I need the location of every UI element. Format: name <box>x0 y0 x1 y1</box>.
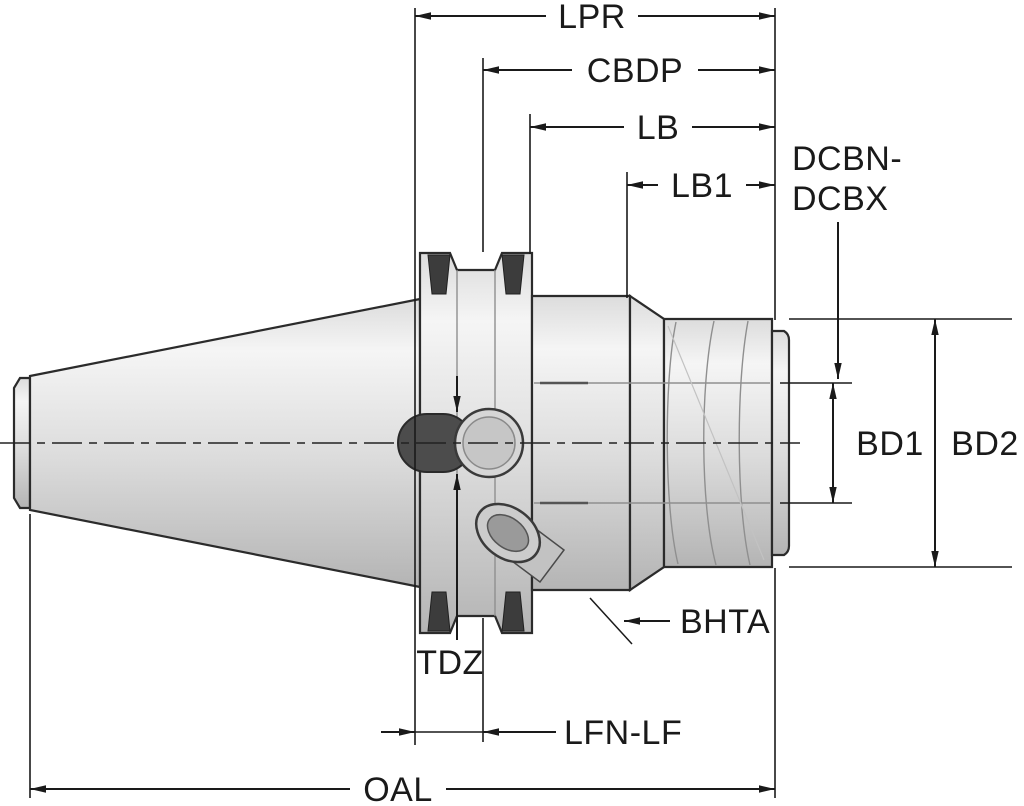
label-bd2: BD2 <box>951 425 1019 463</box>
drive-key-slot <box>501 591 525 632</box>
label-bhta: BHTA <box>680 603 770 641</box>
drive-key-slots <box>427 254 525 632</box>
extension-lines <box>29 8 1012 798</box>
tool-holder <box>0 251 800 635</box>
label-lfn-lf: LFN-LF <box>564 714 682 752</box>
dimension-bhta: BHTA <box>589 597 770 645</box>
dimension-lb1: LB1 <box>627 167 775 205</box>
drive-key-slot <box>501 254 525 295</box>
ball-hole-inner <box>486 513 530 553</box>
label-cbdp: CBDP <box>587 52 683 90</box>
drive-key-slot <box>427 254 451 295</box>
bhta-angle-line <box>589 597 633 645</box>
label-dcbn-line2: DCBX <box>792 180 888 218</box>
angled-ball-hole <box>475 502 566 584</box>
drive-key-slot <box>427 591 451 632</box>
bore-lines <box>534 381 770 505</box>
label-oal: OAL <box>363 771 433 806</box>
dimension-tdz: TDZ <box>416 376 484 682</box>
dimension-lpr: LPR <box>415 0 775 36</box>
label-lpr: LPR <box>558 0 626 36</box>
dimension-dcbn-dcbx: DCBN- DCBX <box>792 140 902 379</box>
dimension-bd2: BD2 <box>931 319 1019 567</box>
label-bd1: BD1 <box>856 425 924 463</box>
label-dcbn-line1: DCBN- <box>792 140 902 178</box>
dimensions: LPR CBDP LB LB1 DCBN- DCBX BD1 <box>30 0 1019 806</box>
dimension-bd1: BD1 <box>829 383 924 503</box>
label-tdz: TDZ <box>416 644 484 682</box>
dimension-lb: LB <box>530 109 775 147</box>
label-lb1: LB1 <box>671 167 733 205</box>
dimension-oal: OAL <box>30 771 775 806</box>
dimension-cbdp: CBDP <box>483 52 775 90</box>
dimension-lfn-lf: LFN-LF <box>381 714 682 752</box>
label-lb: LB <box>637 109 680 147</box>
